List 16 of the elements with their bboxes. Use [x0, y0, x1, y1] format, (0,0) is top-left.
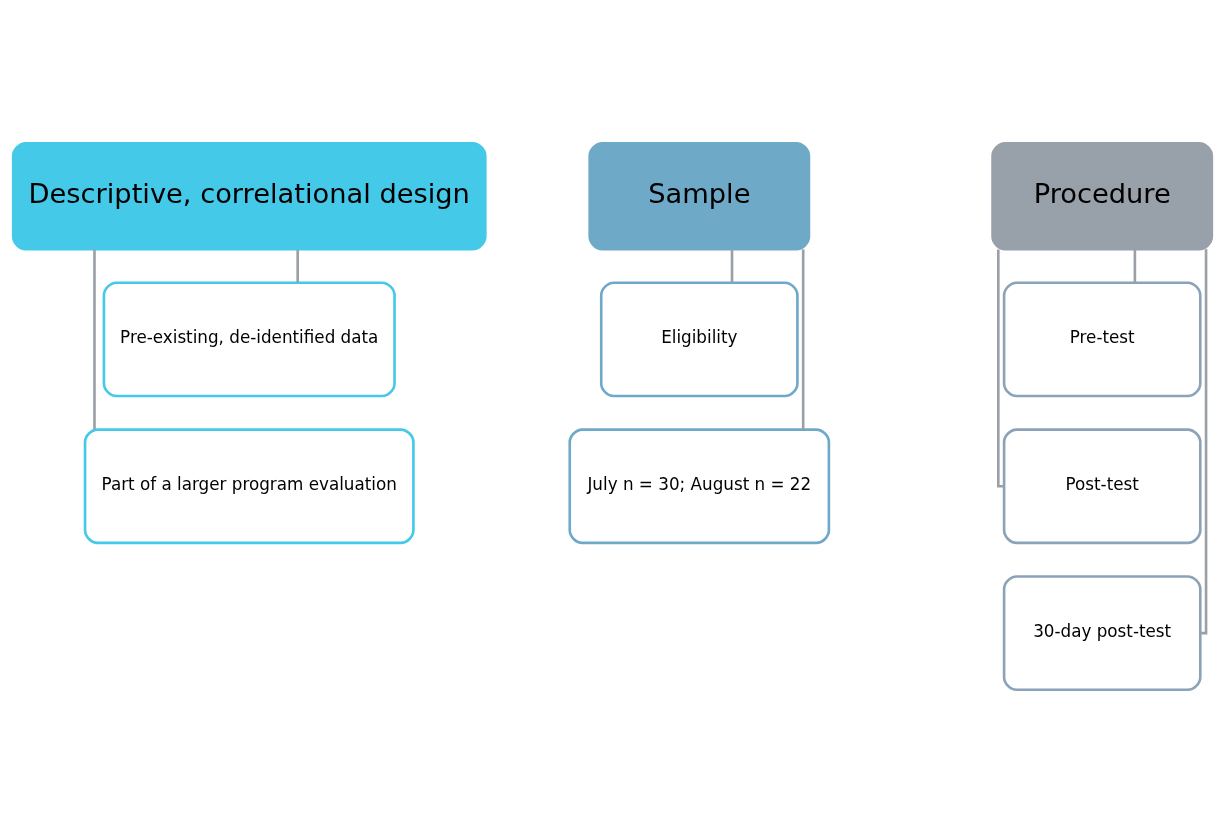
connector — [997, 249, 1004, 488]
node-box: Sample — [588, 141, 811, 251]
connector — [1133, 249, 1137, 283]
node-box: Pre-test — [1002, 281, 1202, 398]
connector — [730, 249, 734, 283]
connector — [801, 249, 805, 430]
node-box: Procedure — [991, 141, 1214, 251]
node-box: Descriptive, correlational design — [11, 141, 487, 251]
node-box: Pre-existing, de-identified data — [102, 281, 396, 398]
node-box: July n = 30; August n = 22 — [568, 428, 831, 545]
connector — [93, 249, 96, 430]
node-box: Part of a larger program evaluation — [83, 428, 415, 545]
node-box: Post-test — [1002, 428, 1202, 545]
node-box: 30-day post-test — [1002, 575, 1202, 692]
connector — [296, 249, 299, 283]
node-box: Eligibility — [599, 281, 799, 398]
